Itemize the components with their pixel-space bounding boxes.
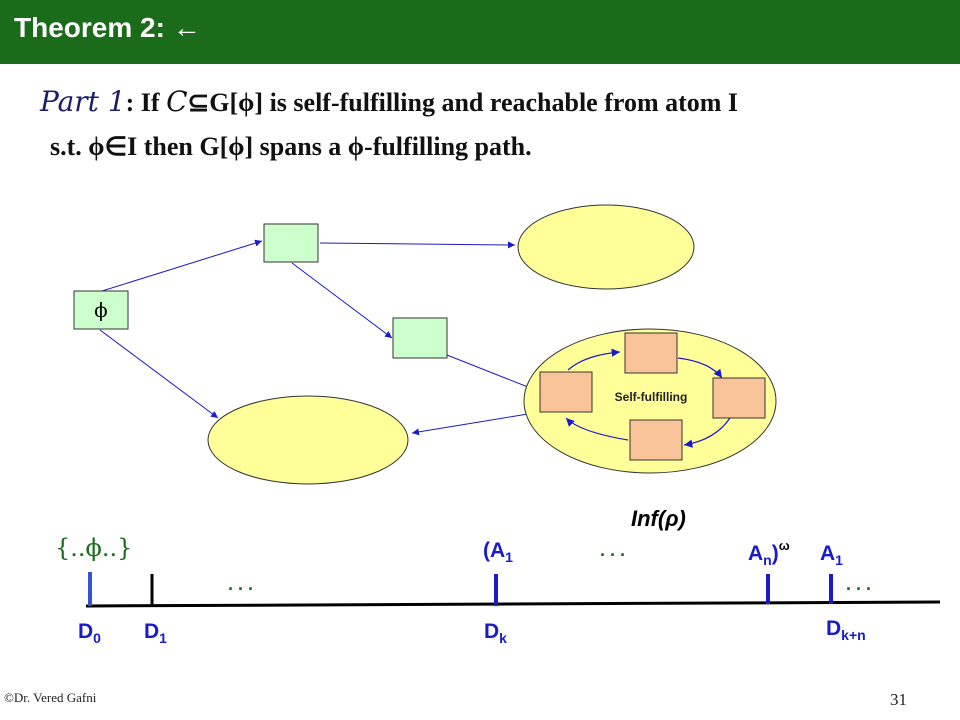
c-symbol: C	[166, 85, 188, 118]
edge-cluster-to-bottom	[411, 411, 541, 436]
top-right-ellipse	[517, 204, 695, 290]
cluster-node-left	[539, 371, 593, 413]
statement-line-2: s.t. ϕ∈I then G[ϕ] spans a ϕ-fulfilling …	[50, 132, 532, 161]
statement-line-1: Part 1: If C⊆G[ϕ] is self-fulfilling and…	[40, 80, 940, 125]
cycle-arrow-4	[565, 417, 629, 441]
dots-middle: . . .	[600, 540, 625, 560]
self-fulfilling-label: Self-fulfilling	[615, 390, 688, 404]
bottom-ellipse	[207, 395, 409, 485]
part-label: Part 1	[40, 85, 126, 118]
top-node	[263, 223, 319, 263]
edge-phi-to-top	[101, 239, 263, 292]
d1-label: D1	[144, 620, 167, 646]
title-bar: Theorem 2: ←	[0, 0, 960, 64]
cycle-arrow-1	[567, 348, 621, 371]
dk-label: Dk	[484, 620, 507, 646]
a1-label: A1	[820, 542, 843, 568]
slide-title: Theorem 2: ←	[14, 12, 201, 43]
edge-top-to-mid	[291, 262, 393, 339]
timeline-axis	[85, 600, 941, 608]
edge-mid-to-cluster	[446, 354, 539, 392]
cycle-arrow-3	[683, 417, 731, 448]
page-number: 31	[890, 690, 907, 709]
cluster-node-right	[712, 377, 766, 419]
theorem-statement: Part 1: If C⊆G[ϕ] is self-fulfilling and…	[40, 80, 940, 169]
a1-open-label: (A1	[483, 539, 513, 565]
inf-rho-label: Inf(ρ)	[631, 506, 686, 531]
cluster-node-top	[624, 332, 678, 374]
edge-top-to-ellipse	[319, 241, 516, 249]
dkn-label: Dk+n	[826, 617, 866, 643]
dots-left: . . .	[228, 574, 253, 594]
d0-label: D0	[78, 620, 101, 646]
cluster-node-bottom	[629, 419, 683, 461]
mid-node	[392, 317, 448, 359]
phi-set-label: {..ϕ..}	[55, 534, 132, 562]
copyright-footer: ©Dr. Vered Gafni	[4, 690, 97, 705]
statement-text-b: ⊆G[ϕ] is self-fulfilling and reachable f…	[187, 88, 739, 117]
dots-right: . . .	[846, 574, 871, 594]
cycle-arrow-2	[677, 357, 723, 379]
phi-node	[73, 290, 129, 330]
edge-phi-to-bottom-ellipse	[99, 329, 219, 419]
self-fulfilling-cluster	[523, 328, 777, 474]
phi-node-label: ϕ	[94, 298, 108, 322]
statement-text-a: : If	[125, 88, 167, 117]
an-close-label: An)ω	[748, 538, 790, 568]
